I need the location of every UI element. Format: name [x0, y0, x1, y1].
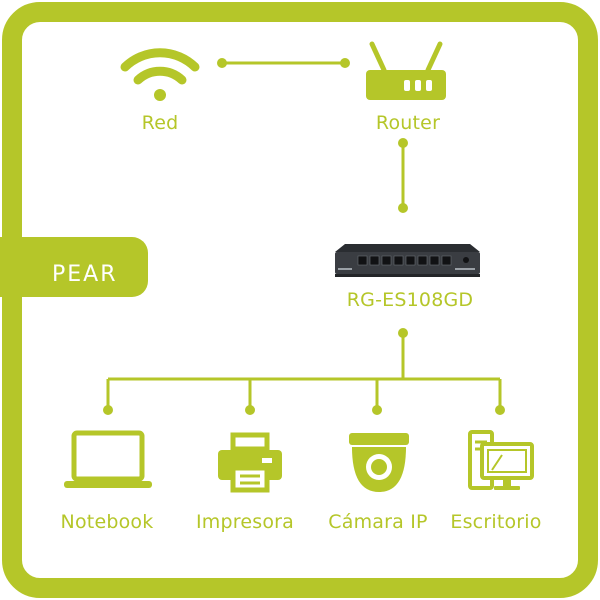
- dot-camara: [372, 405, 382, 415]
- router-icon: [366, 41, 446, 100]
- dot-red-router-left: [217, 58, 227, 68]
- dot-impresora: [245, 405, 255, 415]
- label-switch: RG-ES108GD: [346, 289, 474, 311]
- label-camara: Cámara IP: [328, 511, 428, 533]
- brand-name: PEAR: [52, 262, 118, 287]
- desktop-computer-icon: [468, 430, 534, 490]
- dot-router-switch-top: [398, 138, 408, 148]
- dot-notebook: [103, 405, 113, 415]
- label-router: Router: [375, 112, 441, 134]
- ip-camera-icon: [349, 433, 409, 492]
- network-switch-icon: [335, 244, 480, 277]
- label-escritorio: Escritorio: [450, 511, 542, 533]
- printer-icon: [218, 432, 282, 493]
- brand-tab: [0, 237, 148, 297]
- laptop-icon: [64, 430, 152, 488]
- label-red: Red: [141, 112, 179, 134]
- dot-red-router-right: [340, 58, 350, 68]
- label-impresora: Impresora: [195, 511, 295, 533]
- connection-lines: [103, 58, 505, 415]
- dot-switch-trunk-top: [398, 328, 408, 338]
- label-notebook: Notebook: [60, 511, 154, 533]
- wifi-icon: [120, 48, 200, 101]
- dot-escritorio: [495, 405, 505, 415]
- dot-router-switch-bottom: [398, 203, 408, 213]
